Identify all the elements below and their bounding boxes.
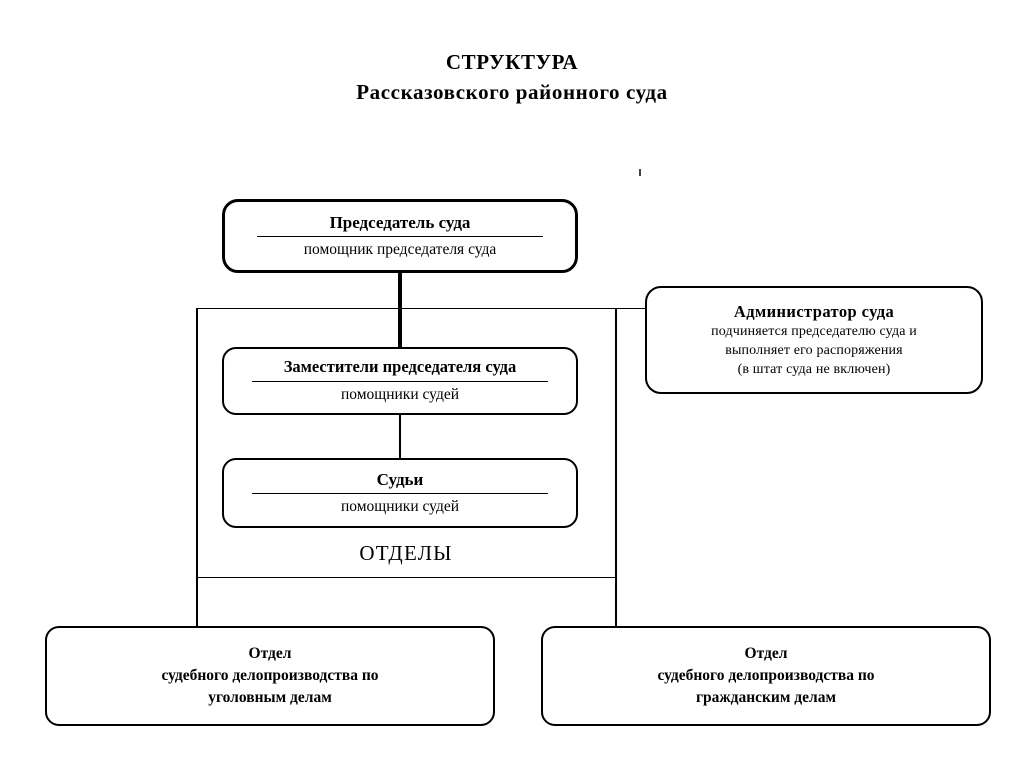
node-chairman-of-court[interactable]: Председатель суда помощник председателя … [222, 199, 578, 273]
node-judges-divider [252, 493, 548, 495]
connector-deputies-to-judges [399, 414, 401, 459]
connector-rail-left [196, 308, 198, 627]
connector-chairman-to-deputies [398, 272, 402, 348]
node-dept-criminal-line-2: судебного делопроизводства по [161, 667, 379, 684]
page-title: СТРУКТУРА Рассказовского районного суда [0, 48, 1024, 108]
node-deputies-divider [252, 380, 548, 382]
node-administrator-line-1: подчиняется председателю суда и [711, 324, 917, 340]
node-court-administrator[interactable]: Администратор суда подчиняется председат… [645, 286, 983, 394]
title-line-primary: СТРУКТУРА [445, 50, 579, 74]
node-deputy-chairmen[interactable]: Заместители председателя суда помощники … [222, 347, 578, 415]
node-dept-criminal-line-3: уголовным делам [208, 689, 332, 706]
node-administrator-line-2: выполняет его распоряжения [725, 342, 903, 358]
node-chairman-title: Председатель суда [329, 212, 471, 232]
node-administrator-line-3: (в штат суда не включен) [737, 361, 891, 377]
node-deputies-subtitle: помощники судей [340, 385, 460, 403]
node-dept-civil-line-2: судебного делопроизводства по [657, 667, 875, 684]
title-line-secondary: Рассказовского районного суда [356, 79, 668, 104]
node-administrator-title: Администратор суда [733, 301, 895, 321]
section-label-departments: ОТДЕЛЫ [359, 541, 453, 565]
node-chairman-divider [257, 236, 543, 238]
node-dept-civil-line-3: гражданским делам [695, 689, 837, 706]
connector-horizontal-bus-top [196, 308, 646, 310]
node-dept-criminal-line-1: Отдел [248, 645, 292, 662]
connector-horizontal-bus-departments [196, 577, 617, 579]
node-chairman-subtitle: помощник председателя суда [303, 241, 497, 259]
node-deputies-title: Заместители председателя суда [283, 357, 517, 377]
node-judges-subtitle: помощники судей [340, 498, 460, 516]
node-judges[interactable]: Судьи помощники судей [222, 458, 578, 528]
connector-rail-right [615, 308, 617, 627]
scan-artifact-speck [639, 169, 641, 176]
node-department-criminal-case-records[interactable]: Отдел судебного делопроизводства по угол… [45, 626, 495, 726]
node-department-civil-case-records[interactable]: Отдел судебного делопроизводства по граж… [541, 626, 991, 726]
node-judges-title: Судьи [376, 469, 424, 489]
node-dept-civil-line-1: Отдел [744, 645, 788, 662]
